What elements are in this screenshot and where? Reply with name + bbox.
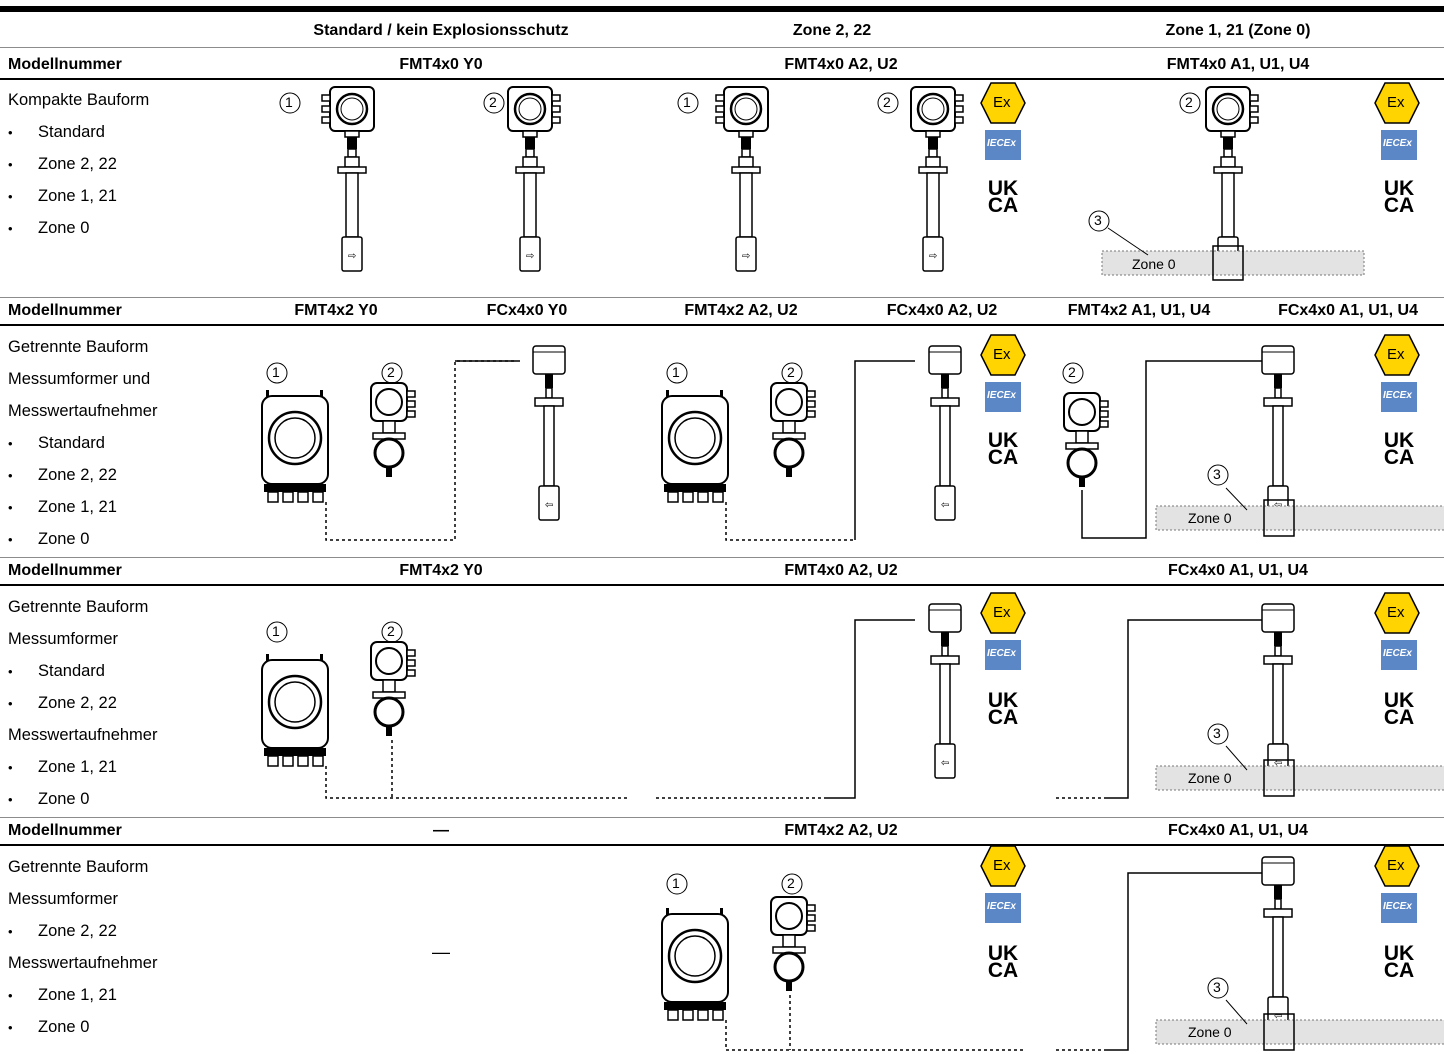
iecex-logo-icon [985,130,1417,923]
row4-bullet: •Zone 2, 22 [8,922,117,940]
row-divider [0,297,1444,298]
row3-bullet: •Zone 1, 21 [8,758,117,776]
compact-flowmeter-icon [877,85,964,273]
row2-model-fmt-std: FMT4x2 Y0 [294,302,378,319]
row3-model-zone1: FCx4x0 A1, U1, U4 [1168,562,1308,579]
row4-model-label: Modellnummer [8,822,122,839]
row2-bullet: •Standard [8,434,105,452]
row1-model-standard: FMT4x0 Y0 [399,56,483,73]
header-divider [0,47,1444,48]
row2-bullet: •Zone 2, 22 [8,466,117,484]
row1-bullet: •Standard [8,123,105,141]
row4-bullet: •Zone 0 [8,1018,90,1036]
row2-desc-line: Messwertaufnehmer [8,402,158,420]
row2-desc-line: Messumformer und [8,370,151,388]
row4-model-zone2: FMT4x2 A2, U2 [784,822,898,839]
compact-flowmeter-icon [483,85,561,273]
remote-transmitter-icon [660,873,1025,1051]
sensor-icon [1155,856,1444,1051]
row4-desc-line: Getrennte Bauform [8,858,149,876]
remote-transmitter-icon [1062,360,1262,539]
row1-header-rule [0,78,1444,80]
row1-bullet: •Zone 1, 21 [8,187,117,205]
row3-bullet: •Zone 2, 22 [8,694,117,712]
row4-header-rule [0,844,1444,846]
row3-bullet: •Zone 0 [8,790,90,808]
row2-model-fc-std: FCx4x0 Y0 [486,302,568,319]
row3-model-zone2: FMT4x0 A2, U2 [784,562,898,579]
row4-desc-line: Messumformer [8,890,119,908]
row2-model-fc-z1: FCx4x0 A1, U1, U4 [1278,302,1418,319]
col-header-zone1: Zone 1, 21 (Zone 0) [1165,22,1311,39]
row3-header-rule [0,584,1444,586]
row2-header-rule [0,324,1444,326]
row1-model-label: Modellnummer [8,56,122,73]
row1-bullet: •Zone 2, 22 [8,155,117,173]
row3-desc-line: Getrennte Bauform [8,598,149,616]
row4-model-zone1: FCx4x0 A1, U1, U4 [1168,822,1308,839]
sensor-icon [1155,603,1444,797]
row1-model-zone1: FMT4x0 A1, U1, U4 [1166,56,1310,73]
row-divider [0,557,1444,558]
compact-flowmeter-icon [677,85,770,273]
remote-transmitter-icon [660,360,915,541]
col-header-zone2: Zone 2, 22 [792,22,872,39]
table-top-rule [0,6,1444,12]
row4-empty-cell: — [432,942,450,962]
compact-flowmeter-icon [279,85,376,273]
sensor-icon [928,345,962,521]
row3-model-standard: FMT4x2 Y0 [399,562,483,579]
col-header-standard: Standard / kein Explosionsschutz [313,22,569,39]
remote-transmitter-icon [260,360,514,541]
row-divider [0,817,1444,818]
row3-desc-line: Messwertaufnehmer [8,726,158,744]
sensor-icon [532,345,566,521]
row2-model-fmt-z2: FMT4x2 A2, U2 [684,302,798,319]
row2-model-fc-z2: FCx4x0 A2, U2 [886,302,998,319]
row3-bullet: •Standard [8,662,105,680]
row2-bullet: •Zone 1, 21 [8,498,117,516]
row4-desc-line: Messwertaufnehmer [8,954,158,972]
row4-bullet: •Zone 1, 21 [8,986,117,1004]
remote-transmitter-icon [260,621,628,799]
row1-bullet: •Zone 0 [8,219,90,237]
row4-model-standard: — [433,822,449,839]
row2-bullet: •Zone 0 [8,530,90,548]
row3-model-label: Modellnummer [8,562,122,579]
compact-flowmeter-icon [1088,85,1365,281]
row2-model-fmt-z1: FMT4x2 A1, U1, U4 [1067,302,1211,319]
row2-model-label: Modellnummer [8,302,122,319]
sensor-icon [928,603,962,779]
sensor-icon [1155,345,1444,537]
row1-model-zone2: FMT4x0 A2, U2 [784,56,898,73]
row3-desc-line: Messumformer [8,630,119,648]
row1-desc-line: Kompakte Bauform [8,91,150,109]
row2-desc-line: Getrennte Bauform [8,338,149,356]
